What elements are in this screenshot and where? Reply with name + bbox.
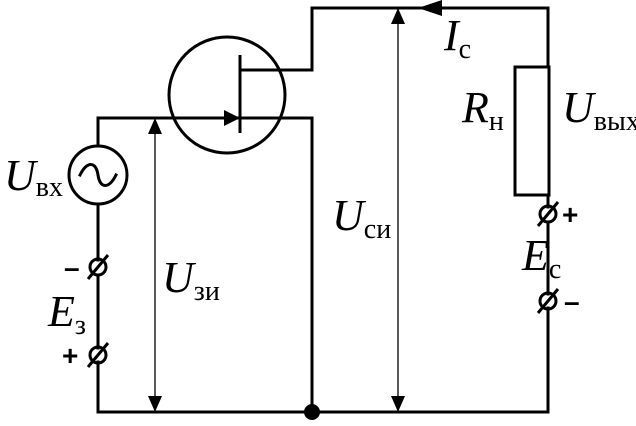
label-u-gs: Uзи <box>162 253 220 307</box>
ac-source-u-in <box>67 144 129 206</box>
u-ds-measure-arrow <box>391 8 405 412</box>
load-resistor <box>513 65 551 197</box>
drain-current-arrow <box>418 0 442 16</box>
u-gs-measure-arrow <box>148 118 162 412</box>
terminal-ed-bottom <box>536 288 560 314</box>
label-u-out: Uвых <box>562 83 636 137</box>
terminal-ed-top <box>536 201 560 227</box>
label-u-ds: Uси <box>332 191 391 245</box>
sign-ed-bottom: – <box>564 286 580 317</box>
sign-eg-bottom: + <box>62 340 78 371</box>
gate-arrow <box>224 110 240 126</box>
terminal-eg-top <box>86 254 110 280</box>
circuit-wires <box>96 6 550 414</box>
sign-eg-top: – <box>64 252 80 283</box>
label-e-g: Eз <box>47 287 86 341</box>
terminal-eg-bottom <box>86 342 110 368</box>
label-e-d: Eс <box>521 231 561 285</box>
label-i-d: Iс <box>443 11 471 65</box>
label-r-load: Rн <box>461 83 504 137</box>
ground-node <box>304 404 320 420</box>
label-u-in: Uвх <box>4 151 63 203</box>
fet-transistor <box>167 35 287 155</box>
sign-ed-top: + <box>562 199 578 230</box>
